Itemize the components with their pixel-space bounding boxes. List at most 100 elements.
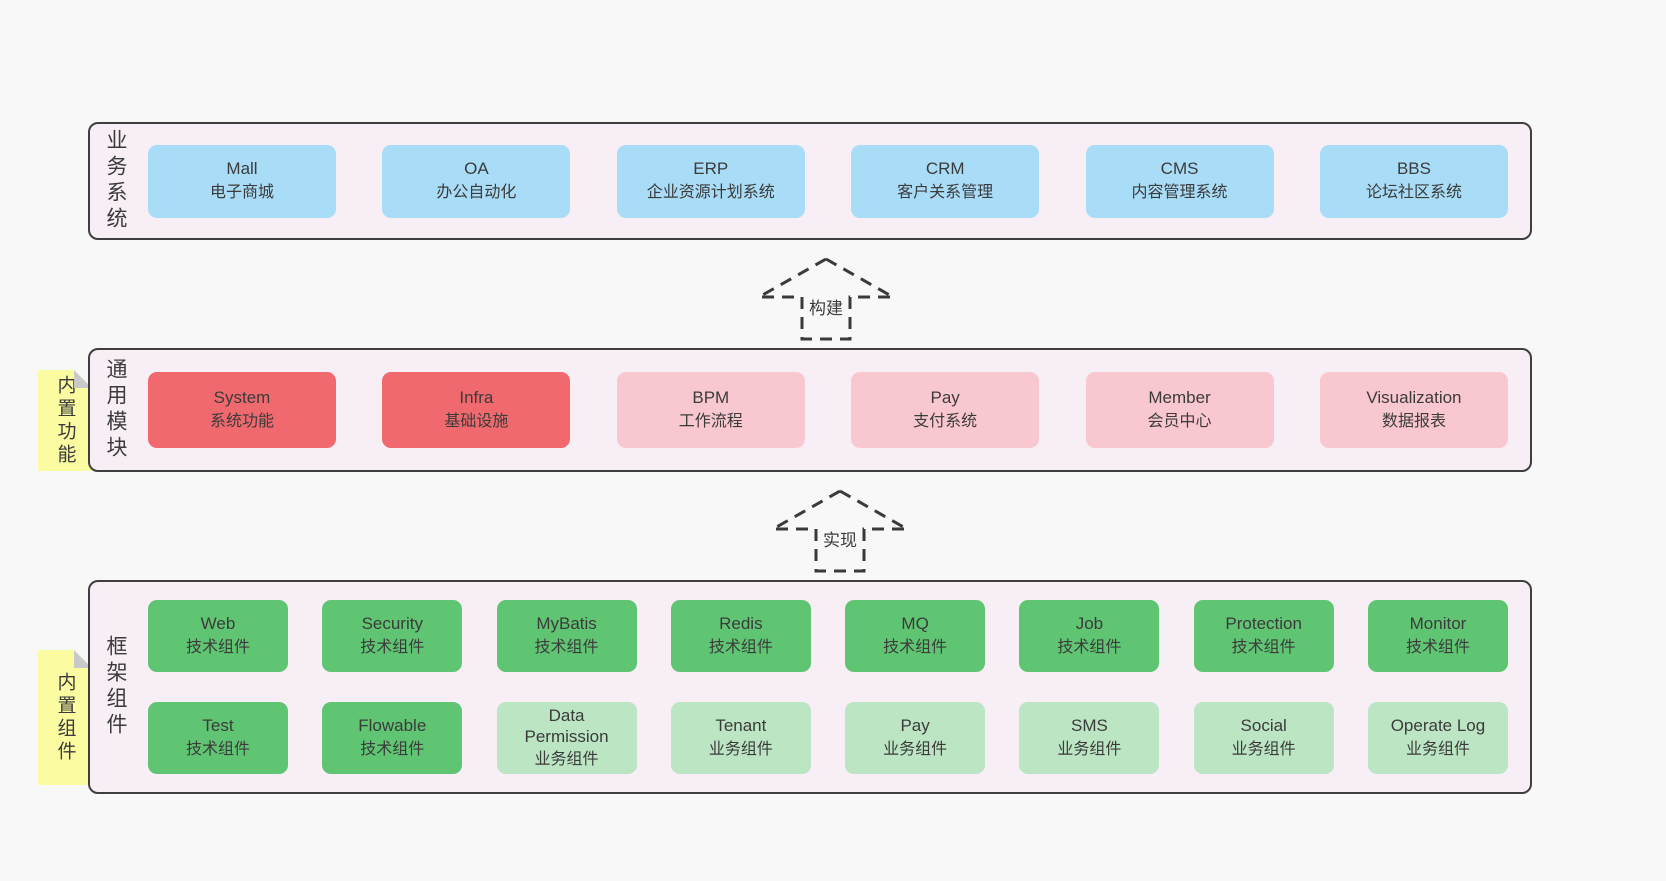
box-tenant-zh: 业务组件 <box>708 740 773 758</box>
arrow-implement-label: 实现 <box>820 526 860 551</box>
box-oa: OA 办公自动化 <box>382 144 571 218</box>
box-pay-module-zh: 支付系统 <box>913 412 978 430</box>
panel-framework-label: 框架组件 <box>104 635 127 739</box>
panel-modules-label: 通用模块 <box>104 358 127 462</box>
box-mybatis: MyBatis 技术组件 <box>496 600 637 672</box>
box-protection: Protection 技术组件 <box>1193 600 1334 672</box>
sticky-functions-text: 内置功能 <box>54 374 76 467</box>
module-boxes: System 系统功能 Infra 基础设施 BPM 工作流程 Pay 支付系统… <box>140 350 1530 470</box>
box-cms: CMS 内容管理系统 <box>1085 144 1274 218</box>
box-erp-en: ERP <box>693 159 729 179</box>
box-test-en: Test <box>202 716 234 736</box>
arrow-build-label: 构建 <box>806 294 846 319</box>
box-bbs: BBS 论坛社区系统 <box>1319 144 1508 218</box>
box-mq-zh: 技术组件 <box>883 638 948 656</box>
box-member: Member 会员中心 <box>1085 372 1274 448</box>
business-boxes: Mall 电子商城 OA 办公自动化 ERP 企业资源计划系统 CRM 客户关系… <box>140 124 1530 238</box>
box-mall-zh: 电子商城 <box>209 183 274 201</box>
box-web: Web 技术组件 <box>148 600 288 672</box>
box-job-en: Job <box>1075 614 1104 634</box>
box-security-en: Security <box>361 614 423 634</box>
framework-row-1: Web 技术组件 Security 技术组件 MyBatis 技术组件 Redi… <box>148 600 1508 672</box>
box-protection-en: Protection <box>1225 614 1302 634</box>
box-data-permission-en: Data Permission <box>524 706 609 746</box>
box-security: Security 技术组件 <box>322 600 463 672</box>
box-infra-en: Infra <box>459 388 494 408</box>
box-test-zh: 技术组件 <box>185 740 250 758</box>
box-social-en: Social <box>1240 716 1287 736</box>
box-pay-component: Pay 业务组件 <box>845 702 986 774</box>
box-member-en: Member <box>1148 388 1211 408</box>
box-monitor-en: Monitor <box>1409 614 1467 634</box>
box-redis: Redis 技术组件 <box>670 600 811 672</box>
arrow-implement: 实现 <box>770 488 910 574</box>
box-bbs-en: BBS <box>1396 159 1431 179</box>
box-mybatis-en: MyBatis <box>536 614 597 634</box>
box-pay-component-zh: 业务组件 <box>883 740 948 758</box>
sticky-note-builtin-functions: 内置功能 <box>38 370 92 471</box>
box-erp-zh: 企业资源计划系统 <box>646 183 775 201</box>
box-social-zh: 业务组件 <box>1231 740 1296 758</box>
box-test: Test 技术组件 <box>148 702 288 774</box>
box-infra-zh: 基础设施 <box>444 412 509 430</box>
box-operate-log-zh: 业务组件 <box>1405 740 1470 758</box>
box-monitor: Monitor 技术组件 <box>1367 600 1508 672</box>
box-operate-log: Operate Log 业务组件 <box>1367 702 1508 774</box>
box-pay-module: Pay 支付系统 <box>851 372 1040 448</box>
box-web-zh: 技术组件 <box>185 638 250 656</box>
box-mall: Mall 电子商城 <box>148 144 336 218</box>
box-data-permission: Data Permission 业务组件 <box>496 702 637 774</box>
panel-business-systems: 业务系统 Mall 电子商城 OA 办公自动化 ERP 企业资源计划系统 CRM… <box>88 122 1532 240</box>
box-data-permission-zh: 业务组件 <box>534 750 599 768</box>
box-tenant: Tenant 业务组件 <box>670 702 811 774</box>
box-pay-component-en: Pay <box>900 716 930 736</box>
box-sms-zh: 业务组件 <box>1057 740 1122 758</box>
box-protection-zh: 技术组件 <box>1231 638 1296 656</box>
box-visualization: Visualization 数据报表 <box>1319 372 1508 448</box>
box-crm: CRM 客户关系管理 <box>851 144 1040 218</box>
box-redis-zh: 技术组件 <box>708 638 773 656</box>
box-cms-zh: 内容管理系统 <box>1131 183 1228 201</box>
box-sms: SMS 业务组件 <box>1019 702 1160 774</box>
box-monitor-zh: 技术组件 <box>1405 638 1470 656</box>
box-oa-en: OA <box>464 159 489 179</box>
box-job: Job 技术组件 <box>1019 600 1160 672</box>
box-oa-zh: 办公自动化 <box>436 183 517 201</box>
box-flowable-zh: 技术组件 <box>360 740 425 758</box>
box-flowable: Flowable 技术组件 <box>322 702 463 774</box>
box-system: System 系统功能 <box>148 372 336 448</box>
box-erp: ERP 企业资源计划系统 <box>616 144 805 218</box>
box-flowable-en: Flowable <box>358 716 427 736</box>
arrow-build: 构建 <box>756 256 896 342</box>
box-mybatis-zh: 技术组件 <box>534 638 599 656</box>
box-member-zh: 会员中心 <box>1147 412 1212 430</box>
panel-business-label: 业务系统 <box>104 129 127 233</box>
box-cms-en: CMS <box>1160 159 1199 179</box>
box-mall-en: Mall <box>226 159 258 179</box>
box-sms-en: SMS <box>1070 716 1108 736</box>
box-tenant-en: Tenant <box>715 716 767 736</box>
box-visualization-zh: 数据报表 <box>1381 412 1446 430</box>
box-social: Social 业务组件 <box>1193 702 1334 774</box>
box-system-zh: 系统功能 <box>209 412 274 430</box>
box-crm-en: CRM <box>925 159 965 179</box>
panel-framework-components: 框架组件 Web 技术组件 Security 技术组件 MyBatis 技术组件… <box>88 580 1532 794</box>
box-system-en: System <box>213 388 271 408</box>
sticky-components-text: 内置组件 <box>54 671 76 764</box>
box-bpm-en: BPM <box>692 388 730 408</box>
box-bpm: BPM 工作流程 <box>616 372 805 448</box>
panel-common-modules: 通用模块 System 系统功能 Infra 基础设施 BPM 工作流程 Pay… <box>88 348 1532 472</box>
box-pay-module-en: Pay <box>930 388 960 408</box>
framework-rows: Web 技术组件 Security 技术组件 MyBatis 技术组件 Redi… <box>140 582 1530 792</box>
box-visualization-en: Visualization <box>1366 388 1462 408</box>
box-security-zh: 技术组件 <box>360 638 425 656</box>
box-bbs-zh: 论坛社区系统 <box>1365 183 1462 201</box>
box-mq: MQ 技术组件 <box>845 600 986 672</box>
box-operate-log-en: Operate Log <box>1390 716 1486 736</box>
box-job-zh: 技术组件 <box>1057 638 1122 656</box>
box-mq-en: MQ <box>901 614 929 634</box>
box-web-en: Web <box>200 614 236 634</box>
box-bpm-zh: 工作流程 <box>678 412 743 430</box>
box-infra: Infra 基础设施 <box>382 372 571 448</box>
box-crm-zh: 客户关系管理 <box>897 183 994 201</box>
